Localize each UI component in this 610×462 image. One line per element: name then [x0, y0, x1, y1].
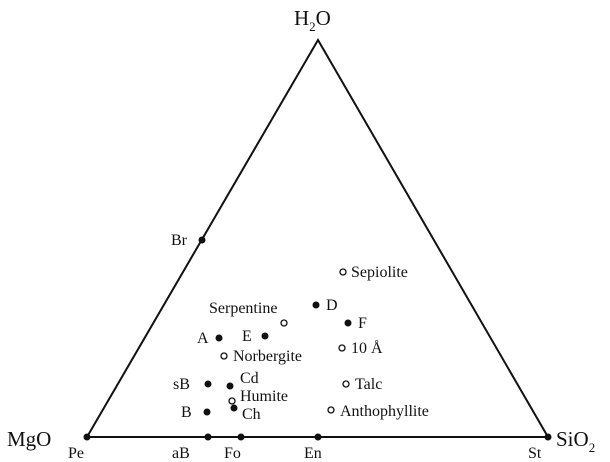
point-label-humite: Humite — [240, 388, 288, 405]
corner-label-h2o: H2O — [294, 6, 331, 34]
point-label-ab: aB — [172, 445, 190, 462]
point-label-norbergite: Norbergite — [233, 348, 302, 365]
point-marker-cd — [226, 382, 234, 390]
point-label-cd: Cd — [240, 370, 259, 387]
edge-points: Pe aB Fo En St Br — [68, 232, 552, 462]
point-label-sepiolite: Sepiolite — [351, 264, 408, 281]
point-marker-talc — [342, 380, 350, 388]
point-marker-br — [198, 236, 206, 244]
point-label-sb: sB — [173, 376, 190, 393]
point-label-talc: Talc — [355, 376, 382, 393]
point-marker-e — [261, 332, 269, 340]
point-marker-sepiolite — [339, 268, 347, 276]
point-marker-fo — [237, 433, 245, 441]
point-label-fo: Fo — [224, 445, 241, 462]
point-marker-a — [215, 334, 223, 342]
point-marker-ch — [230, 404, 238, 412]
point-label-f: F — [358, 315, 367, 332]
point-label-st: St — [528, 445, 542, 462]
point-marker-anthophyllite — [327, 406, 335, 414]
point-label-anthophyllite: Anthophyllite — [340, 403, 429, 420]
point-label-serpentine: Serpentine — [209, 300, 277, 317]
point-marker-ab — [204, 433, 212, 441]
point-marker-sb — [204, 380, 212, 388]
phase-points: Sepiolite Serpentine D F E A Norbergite … — [173, 264, 429, 423]
corner-label-sio2: SiO2 — [556, 427, 595, 455]
point-label-10a: 10 Å — [351, 339, 383, 357]
point-marker-pe — [83, 433, 91, 441]
point-label-br: Br — [171, 232, 188, 249]
point-marker-norbergite — [220, 352, 228, 360]
point-marker-d — [312, 301, 320, 309]
point-marker-st — [544, 433, 552, 441]
point-marker-en — [314, 433, 322, 441]
point-label-e: E — [242, 328, 252, 345]
point-marker-serpentine — [280, 319, 288, 327]
point-marker-b — [203, 408, 211, 416]
point-label-ch: Ch — [242, 406, 261, 423]
point-label-a: A — [197, 330, 209, 347]
point-label-en: En — [304, 445, 322, 462]
point-label-pe: Pe — [68, 445, 84, 462]
point-marker-10a — [338, 344, 346, 352]
point-marker-f — [344, 319, 352, 327]
point-label-d: D — [326, 297, 338, 314]
point-marker-humite — [228, 397, 236, 405]
point-label-b: B — [181, 404, 192, 421]
corner-label-mgo: MgO — [7, 427, 51, 451]
ternary-triangle — [85, 38, 550, 438]
